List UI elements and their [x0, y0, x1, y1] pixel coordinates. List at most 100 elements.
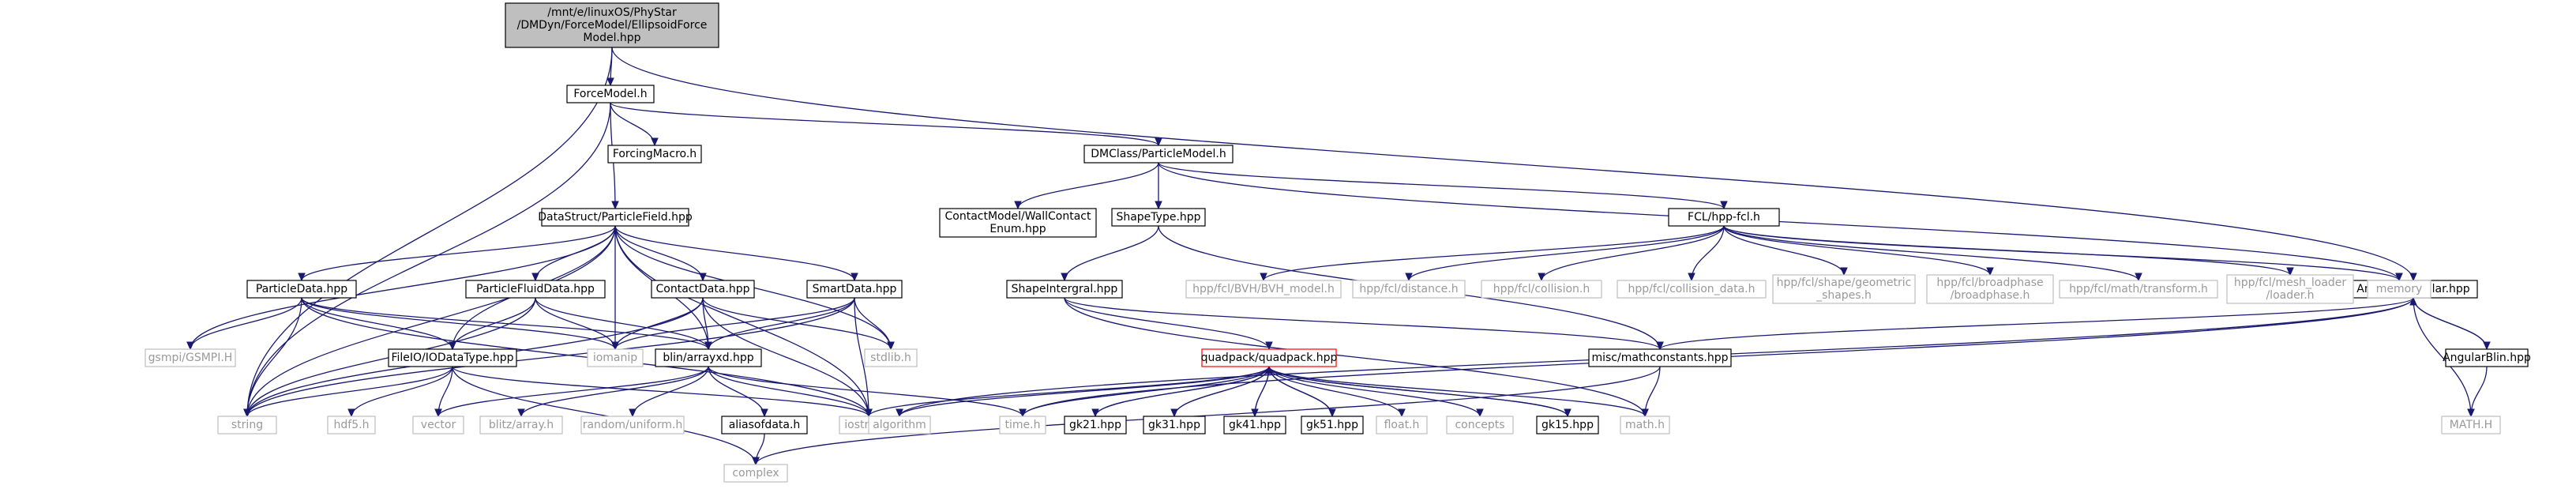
edge-smartdata-to-string — [246, 297, 855, 417]
node-box-gk21 — [1064, 416, 1127, 434]
arrowhead-fcl-to-bvh — [1260, 273, 1267, 282]
node-label-stdlib-0: stdlib.h — [870, 352, 911, 364]
node-shapeintergral[interactable]: ShapeIntergral.hpp — [1006, 280, 1123, 299]
node-label-collisiondata-0: hpp/fcl/collision_data.h — [1628, 283, 1755, 295]
node-box-quadpack — [1201, 348, 1337, 367]
node-particlemodel[interactable]: DMClass/ParticleModel.h — [1083, 145, 1234, 164]
arrowhead-mathconstants-to-math — [1641, 408, 1649, 418]
node-box-broadphase — [1926, 274, 2054, 304]
node-label-contactdata-0: ContactData.hpp — [656, 283, 750, 295]
node-label-quadpack-0: quadpack/quadpack.hpp — [1201, 352, 1338, 364]
edge-fileio-to-string — [246, 366, 453, 417]
node-box-arrayxd — [655, 348, 762, 367]
node-quadpack[interactable]: quadpack/quadpack.hpp — [1201, 348, 1338, 367]
node-box-memory — [2367, 280, 2431, 299]
edge-particledata-to-iomanip — [301, 297, 616, 350]
edge-angularblin-to-angular — [2413, 297, 2488, 350]
node-label-forcingmacro-0: ForcingMacro.h — [613, 148, 697, 160]
edge-particledata-to-iostream — [301, 297, 869, 417]
node-particlefield[interactable]: DataStruct/ParticleField.hpp — [538, 208, 693, 227]
node-fcl[interactable]: FCL/hpp-fcl.h — [1668, 208, 1780, 227]
node-box-meshloader — [2226, 274, 2354, 304]
node-box-gk51 — [1301, 416, 1364, 434]
edge-smartdata-to-arrayxd — [708, 297, 855, 350]
edge-gk15-to-quadpack — [1268, 366, 1568, 417]
node-distance: hpp/fcl/distance.h — [1352, 280, 1466, 299]
node-label-math-0: math.h — [1625, 419, 1665, 431]
node-shapetype[interactable]: ShapeType.hpp — [1111, 208, 1206, 227]
node-bvh: hpp/fcl/BVH/BVH_model.h — [1185, 280, 1342, 299]
arrowhead-quadpack-to-concepts — [1476, 408, 1484, 418]
node-label-aliasofdata-0: aliasofdata.h — [729, 419, 801, 431]
node-aliasofdata[interactable]: aliasofdata.h — [721, 416, 808, 434]
edge-root-to-string — [246, 47, 613, 417]
arrowhead-fcl-to-transform — [2135, 273, 2142, 282]
node-gk41[interactable]: gk41.hpp — [1223, 416, 1286, 434]
edge-fileio-to-hdf5 — [351, 366, 453, 417]
node-box-gk31 — [1143, 416, 1206, 434]
arrowhead-mathconstants-to-complex — [752, 457, 760, 466]
node-box-vector — [412, 416, 464, 434]
arrowhead-particlefield-to-particlefluiddata — [531, 273, 539, 282]
node-gk21[interactable]: gk21.hpp — [1064, 416, 1127, 434]
arrowhead-fcl-to-broadphase — [1986, 267, 1994, 276]
node-box-particledata — [246, 280, 357, 299]
node-box-collision — [1481, 280, 1602, 299]
node-box-gsmpi — [145, 348, 236, 367]
node-mathconstants[interactable]: misc/mathconstants.hpp — [1588, 348, 1732, 367]
arrowhead-arrayxd-to-random — [629, 408, 636, 418]
node-smartdata[interactable]: SmartData.hpp — [806, 280, 903, 299]
node-label-gk21-0: gk21.hpp — [1069, 419, 1121, 431]
node-fileio[interactable]: FileIO/IODataType.hpp — [388, 348, 517, 367]
node-gk31[interactable]: gk31.hpp — [1143, 416, 1206, 434]
edge-fcl-to-collision — [1541, 225, 1725, 281]
node-forcemodel[interactable]: ForceModel.h — [566, 85, 655, 103]
node-particlefluiddata[interactable]: ParticleFluidData.hpp — [465, 280, 606, 299]
node-box-math — [1620, 416, 1670, 434]
node-box-bvh — [1185, 280, 1342, 299]
node-forcingmacro[interactable]: ForcingMacro.h — [607, 145, 702, 164]
edge-shapetype-to-shapeintergral — [1064, 225, 1159, 281]
arrowhead-angular-to-mathconstants — [1656, 341, 1664, 351]
edge-arrayxd-to-time — [708, 366, 1023, 417]
edge-fcl-to-distance — [1408, 225, 1725, 281]
arrowhead-angularblin-to-angular — [2409, 296, 2417, 306]
node-box-float — [1376, 416, 1428, 434]
node-label-collision-0: hpp/fcl/collision.h — [1493, 283, 1590, 295]
node-gsmpi: gsmpi/GSMPI.H — [145, 348, 236, 367]
node-gk51[interactable]: gk51.hpp — [1301, 416, 1364, 434]
edge-arrayxd-to-vector — [437, 366, 709, 417]
node-angularblin[interactable]: AngularBlin.hpp — [2443, 348, 2531, 367]
edge-fcl-to-broadphase — [1723, 225, 1991, 276]
edge-particlefield-to-particledata — [301, 225, 616, 281]
node-arrayxd[interactable]: blin/arrayxd.hpp — [655, 348, 762, 367]
edge-fcl-to-geometric — [1723, 225, 1845, 276]
node-label-geometric-1: _shapes.h — [1816, 289, 1872, 302]
node-label-broadphase-0: hpp/fcl/broadphase — [1936, 276, 2043, 289]
node-particledata[interactable]: ParticleData.hpp — [246, 280, 357, 299]
node-label-concepts-0: concepts — [1455, 419, 1504, 431]
edge-particlemodel-to-contactmodel — [1017, 162, 1159, 209]
node-hdf5: hdf5.h — [327, 416, 376, 434]
node-geometric: hpp/fcl/shape/geometric_shapes.h — [1772, 274, 1916, 304]
node-box-mathconstants — [1588, 348, 1732, 367]
edge-arrayxd-to-iostream — [708, 366, 869, 417]
edge-quadpack-to-float — [1268, 366, 1403, 417]
node-collisiondata: hpp/fcl/collision_data.h — [1617, 280, 1767, 299]
node-transform: hpp/fcl/math/transform.h — [2059, 280, 2218, 299]
node-box-collisiondata — [1617, 280, 1767, 299]
edge-particlefield-to-gsmpi — [190, 225, 616, 350]
node-blitzarray: blitz/array.h — [479, 416, 563, 434]
node-label-mathH-0: MATH.H — [2450, 419, 2492, 431]
node-label-distance-0: hpp/fcl/distance.h — [1359, 283, 1458, 295]
node-contactdata[interactable]: ContactData.hpp — [651, 280, 755, 299]
node-float: float.h — [1376, 416, 1428, 434]
edge-particlefluiddata-to-arrayxd — [535, 297, 709, 350]
node-gk15[interactable]: gk15.hpp — [1536, 416, 1599, 434]
edge-angular-to-mathconstants — [1659, 297, 2414, 350]
node-root[interactable]: /mnt/e/linuxOS/PhyStar/DMDyn/ForceModel/… — [505, 2, 719, 48]
node-box-mathH — [2441, 416, 2501, 434]
node-box-hdf5 — [327, 416, 376, 434]
edge-shapeintergral-to-math — [1064, 297, 1646, 417]
